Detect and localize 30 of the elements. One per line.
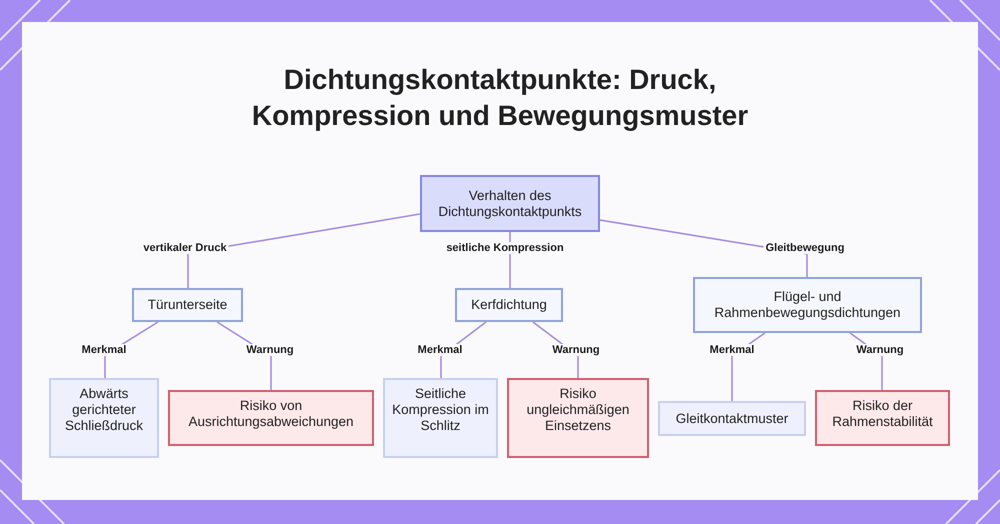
- warning-box: [815, 390, 950, 446]
- warning-box: [168, 390, 374, 446]
- diagram-title: Dichtungskontaktpunkte: Druck, Kompression und Bewegungsmuster: [250, 63, 750, 133]
- edge-label: Warnung: [550, 344, 602, 356]
- node-text: Kerfdichtung: [471, 297, 547, 313]
- concept-box: [420, 175, 600, 232]
- concept-box: [658, 401, 806, 436]
- node-text: Türunterseite: [148, 297, 228, 313]
- edge-label: Merkmal: [708, 344, 756, 356]
- concept-box: [383, 378, 498, 458]
- node-text: Risiko der Rahmenstabilität: [831, 398, 934, 430]
- node-text: Flügel- und Rahmenbewegungsdichtungen: [713, 289, 902, 321]
- edge-label: Warnung: [244, 344, 296, 356]
- concept-box: [49, 378, 159, 458]
- concept-box: [693, 277, 922, 333]
- node-text: Risiko von Ausrichtungsabweichungen: [187, 398, 355, 430]
- node-text: Verhalten des Dichtungskontaktpunkts: [437, 188, 583, 220]
- edge-label: Merkmal: [80, 344, 128, 356]
- warning-box: [507, 378, 649, 458]
- node-text: Risiko ungleichmäßigen Einsetzens: [526, 386, 630, 434]
- node-text: Abwärts gerichteter Schließdruck: [64, 386, 144, 434]
- node-text: Gleitkontaktmuster: [676, 410, 788, 426]
- edge-label: Merkmal: [416, 344, 464, 356]
- concept-box: [455, 288, 563, 322]
- edge-label: Warnung: [854, 344, 906, 356]
- edge-label: seitliche Kompression: [444, 242, 566, 254]
- edge-label: Gleitbewegung: [764, 242, 846, 254]
- concept-box: [132, 288, 243, 322]
- edge-label: vertikaler Druck: [141, 242, 229, 254]
- node-text: Seitliche Kompression im Schlitz: [391, 386, 490, 434]
